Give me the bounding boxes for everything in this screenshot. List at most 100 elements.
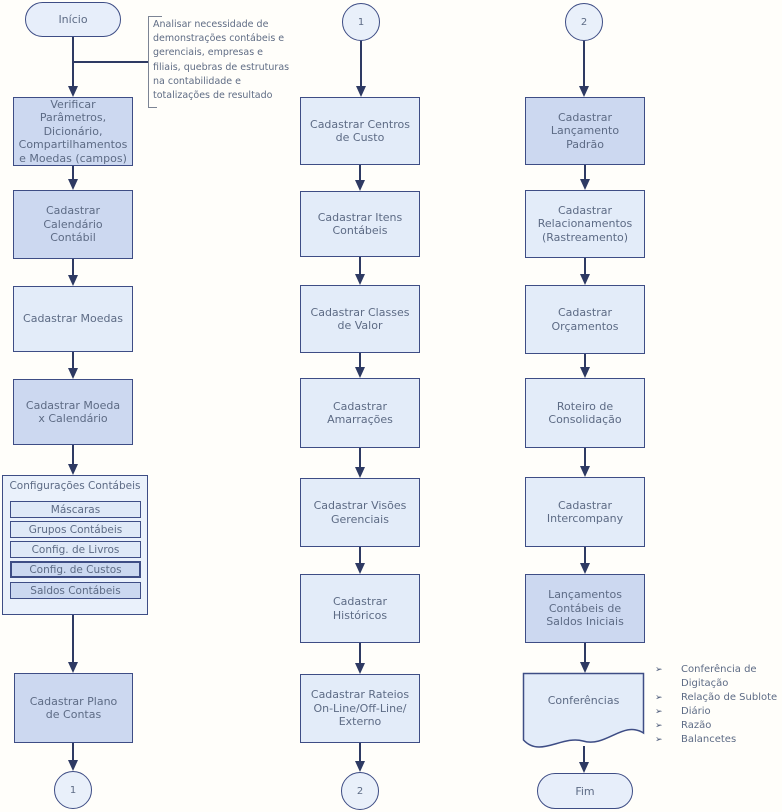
flow-arrowhead-icon	[67, 275, 78, 286]
annotation-line: totalizações de resultado	[153, 90, 273, 102]
flow-arrow-line	[359, 448, 361, 468]
process-label: Cadastrar Amarrações	[327, 399, 393, 427]
flow-arrowhead-icon	[67, 662, 78, 673]
process-cadastrar-moeda-x-calendario: Cadastrar Moeda x Calendário	[13, 379, 133, 445]
flow-arrow-line	[359, 643, 361, 664]
annotation-line: Analisar necessidade de	[153, 19, 269, 30]
process-cadastrar-visoes-gerenciais: Cadastrar Visões Gerenciais	[300, 478, 420, 547]
checklist-item: ➢ Relação de Sublote	[655, 691, 782, 705]
process-cadastrar-lancamento-padrao: Cadastrar Lançamento Padrão	[525, 97, 645, 165]
process-cadastrar-centros-de-custo: Cadastrar Centros de Custo	[300, 97, 420, 165]
process-label: Cadastrar Intercompany	[546, 498, 624, 526]
flow-arrowhead-icon	[579, 367, 590, 378]
process-cadastrar-itens-contabeis: Cadastrar Itens Contábeis	[300, 191, 420, 257]
flow-arrowhead-icon	[354, 761, 365, 772]
flow-arrow-line	[360, 41, 362, 87]
connector-2-bottom: 2	[341, 772, 379, 810]
flow-arrow-line	[584, 354, 586, 368]
checklist-item: ➢ Diário	[655, 705, 782, 719]
checklist-item: ➢ Balancetes	[655, 733, 782, 747]
document-shape-icon	[522, 672, 645, 748]
flow-arrowhead-icon	[354, 367, 365, 378]
checklist-item-label: Relação de Sublote	[681, 692, 778, 703]
process-label: Cadastrar Históricos	[332, 595, 388, 622]
process-label: Cadastrar Lançamento Padrão	[550, 110, 620, 151]
flow-arrowhead-icon	[355, 86, 366, 97]
terminator-fim-label: Fim	[575, 784, 595, 798]
flow-arrowhead-icon	[579, 274, 590, 285]
process-cadastrar-historicos: Cadastrar Históricos	[300, 574, 420, 643]
group-item-label: Config. de Livros	[31, 543, 120, 556]
document-conferencias: Conferências	[522, 672, 645, 750]
flow-arrowhead-icon	[354, 563, 365, 574]
process-label: Cadastrar Moeda x Calendário	[25, 398, 121, 426]
document-label: Conferências	[547, 694, 620, 707]
flow-arrow-line	[359, 165, 361, 181]
flow-arrowhead-icon	[67, 464, 78, 475]
checklist-item-label: Razão	[681, 720, 712, 731]
checklist-item-label: Balancetes	[681, 734, 737, 745]
process-label: Cadastrar Plano de Contas	[29, 694, 118, 722]
group-item-label: Máscaras	[50, 503, 101, 516]
arrow-bullet-icon: ➢	[655, 735, 663, 745]
flow-arrowhead-icon	[67, 760, 78, 771]
flow-arrow-line	[583, 746, 585, 763]
checklist-item-label: Diário	[681, 706, 711, 717]
flow-arrowhead-icon	[579, 662, 590, 673]
connector-1-bottom: 1	[54, 771, 92, 809]
group-item-grupos-contabeis: Grupos Contábeis	[10, 521, 141, 538]
flow-arrow-line	[584, 547, 586, 564]
flow-arrowhead-icon	[578, 762, 589, 773]
process-label: Cadastrar Classes de Valor	[310, 305, 410, 333]
group-configuracoes-contabeis: Configurações Contábeis Máscaras Grupos …	[2, 475, 148, 615]
process-cadastrar-rateios: Cadastrar Rateios On-Line/Off-Line/ Exte…	[300, 674, 420, 743]
checklist-item: ➢ Conferência de Digitação	[655, 663, 782, 691]
annotation-connector-line	[73, 61, 149, 63]
arrow-bullet-icon: ➢	[655, 721, 663, 731]
flow-arrow-line	[72, 743, 74, 761]
flow-arrow-line	[359, 743, 361, 762]
connector-1-top: 1	[342, 3, 380, 41]
flow-arrow-line	[72, 352, 74, 369]
connector-label: 2	[580, 16, 588, 28]
flow-arrow-line	[359, 547, 361, 564]
process-roteiro-de-consolidacao: Roteiro de Consolidação	[525, 378, 645, 448]
group-item-label: Config. de Custos	[29, 563, 122, 576]
process-cadastrar-amarracoes: Cadastrar Amarrações	[300, 378, 420, 448]
process-cadastrar-classes-de-valor: Cadastrar Classes de Valor	[300, 285, 420, 353]
flow-arrow-line	[584, 448, 586, 467]
flow-arrow-line	[72, 615, 74, 663]
flow-arrowhead-icon	[67, 86, 78, 97]
arrow-bullet-icon: ➢	[655, 707, 663, 717]
process-label: Cadastrar Orçamentos	[551, 306, 619, 333]
process-label: Verificar Parâmetros, Dicionário, Compar…	[18, 97, 128, 165]
process-label: Cadastrar Calendário Contábil	[43, 204, 103, 245]
flow-arrowhead-icon	[354, 180, 365, 191]
process-cadastrar-calendario-contabil: Cadastrar Calendário Contábil	[13, 190, 133, 259]
process-label: Cadastrar Relacionamentos (Rastreamento)	[537, 203, 633, 244]
terminator-inicio-label: Início	[58, 13, 88, 26]
flow-arrow-line	[359, 353, 361, 368]
annotation-bracket	[148, 16, 149, 107]
group-item-label: Saldos Contábeis	[30, 584, 121, 597]
flow-arrowhead-icon	[354, 663, 365, 674]
connector-label: 1	[69, 784, 77, 796]
flow-arrowhead-icon	[67, 179, 78, 190]
process-cadastrar-orcamentos: Cadastrar Orçamentos	[525, 285, 645, 354]
group-item-saldos-contabeis: Saldos Contábeis	[10, 582, 141, 599]
process-label: Cadastrar Moedas	[23, 312, 123, 326]
flow-arrow-line	[584, 258, 586, 275]
flow-arrowhead-icon	[579, 466, 590, 477]
annotation-bracket-bottom	[148, 107, 157, 108]
connector-label: 1	[357, 16, 365, 28]
flow-arrow-line	[584, 643, 586, 663]
process-lancamentos-contabeis-saldos-iniciais: Lançamentos Contábeis de Saldos Iniciais	[525, 574, 645, 643]
arrow-bullet-icon: ➢	[655, 665, 663, 675]
conferencias-checklist: ➢ Conferência de Digitação ➢ Relação de …	[655, 663, 782, 747]
group-item-config-livros: Config. de Livros	[10, 541, 141, 558]
connector-2-top: 2	[565, 3, 603, 41]
checklist-item: ➢ Razão	[655, 719, 782, 733]
flow-arrowhead-icon	[354, 274, 365, 285]
group-item-mascaras: Máscaras	[10, 501, 141, 518]
flow-arrow-line	[72, 259, 74, 276]
